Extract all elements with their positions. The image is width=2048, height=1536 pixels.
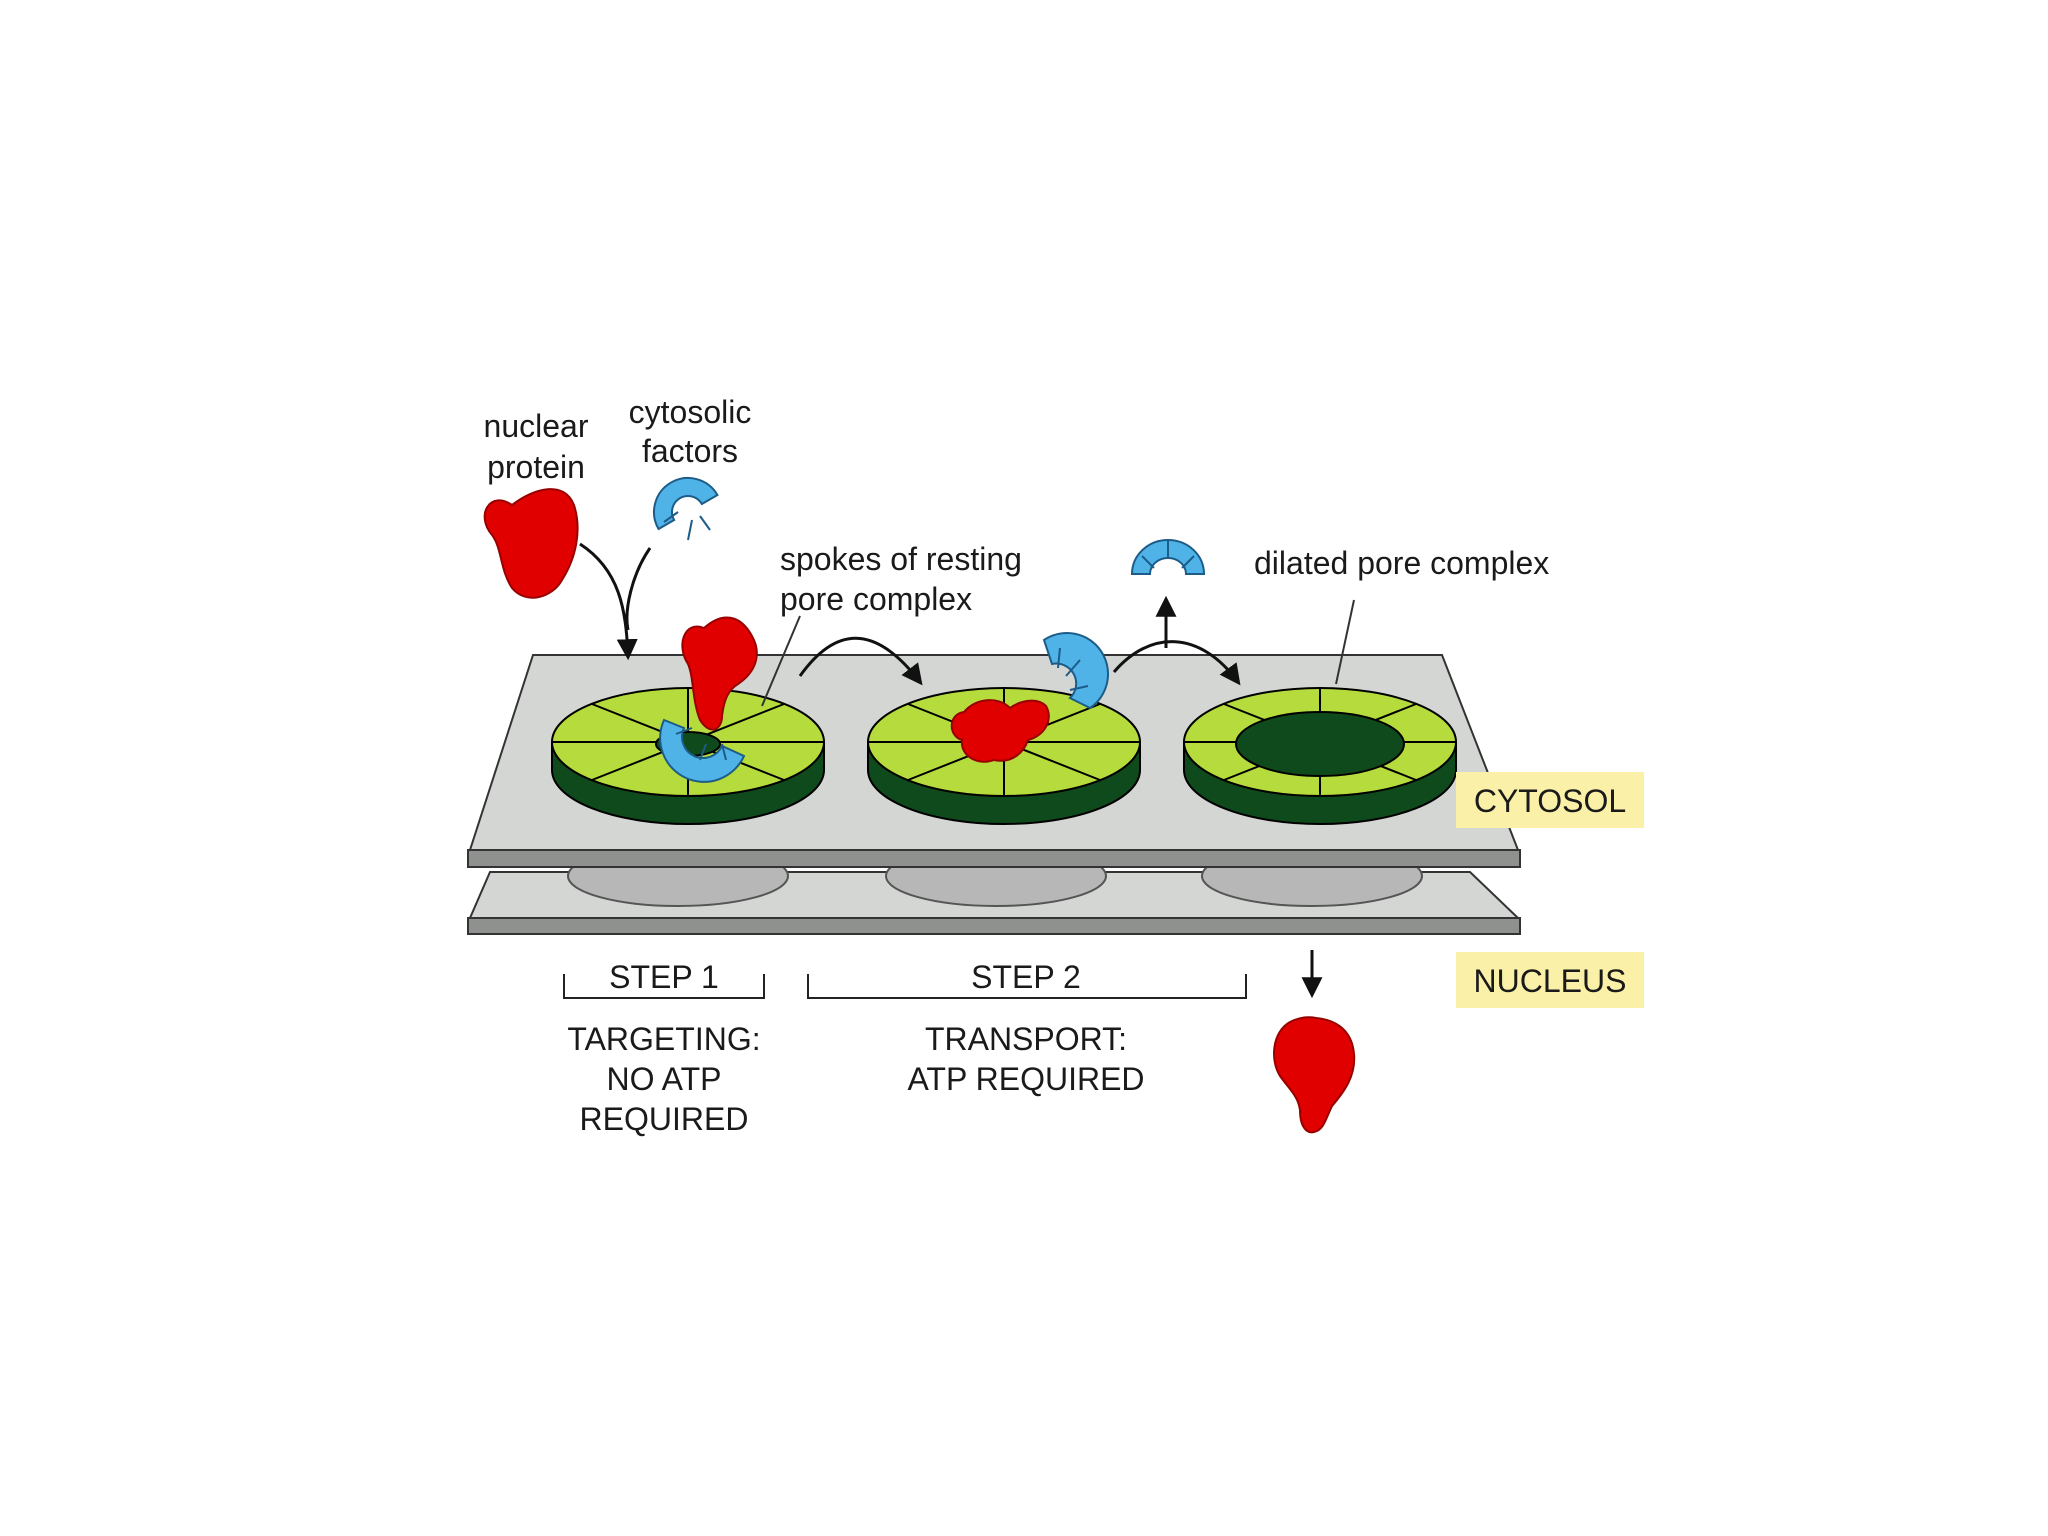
label-leader-lines xyxy=(761,599,1355,707)
step2-desc-line1: TRANSPORT: xyxy=(925,1021,1127,1057)
nuclear-protein-docked xyxy=(681,616,758,731)
cytosolic-factors-label: cytosolic xyxy=(629,394,752,430)
cytosol-region-label: CYTOSOL xyxy=(1456,772,1644,828)
nuclear-protein-imported xyxy=(1273,1016,1356,1134)
step1-label: STEP 1 xyxy=(609,959,719,995)
cytosolic-factor-releasing xyxy=(1042,631,1110,710)
nuclear-protein-free xyxy=(483,488,579,599)
spokes-label-line2: pore complex xyxy=(780,581,972,617)
dilated-pore-label: dilated pore complex xyxy=(1254,545,1549,581)
annotation-labels: nuclear protein cytosolic factors spokes… xyxy=(484,394,1550,617)
cytosol-label: CYTOSOL xyxy=(1474,783,1626,819)
step2-label: STEP 2 xyxy=(971,959,1081,995)
nuclear-protein-label: nuclear xyxy=(484,408,589,444)
arrow-protein-to-pore1 xyxy=(579,542,638,661)
resting-pore-complex-1 xyxy=(551,687,825,825)
cytosolic-factor-released xyxy=(1130,539,1206,575)
arrow-pore2-to-pore3 xyxy=(1112,640,1241,686)
cytosolic-factors-label-line2: factors xyxy=(642,433,738,469)
step-1: STEP 1 TARGETING: NO ATP REQUIRED xyxy=(563,959,765,1137)
step1-desc-line1: TARGETING: xyxy=(567,1021,760,1057)
nuclear-protein-label-line2: protein xyxy=(487,449,585,485)
dilated-pore-complex xyxy=(1183,687,1457,825)
arrow-factor-to-pore1 xyxy=(625,547,652,631)
pathway-arrows xyxy=(579,542,1323,999)
nucleus-region-label: NUCLEUS xyxy=(1456,952,1644,1008)
nucleus-label: NUCLEUS xyxy=(1474,963,1627,999)
step-2: STEP 2 TRANSPORT: ATP REQUIRED xyxy=(807,959,1247,1097)
spokes-label: spokes of resting xyxy=(780,541,1022,577)
arrow-pore1-to-pore2 xyxy=(798,636,923,686)
step1-desc-line3: REQUIRED xyxy=(580,1101,749,1137)
nuclear-protein-entering xyxy=(950,699,1050,763)
step1-desc-line2: NO ATP xyxy=(607,1061,722,1097)
resting-pore-complex-2 xyxy=(867,687,1141,825)
cytosolic-factor-free xyxy=(653,477,719,541)
step2-desc-line2: ATP REQUIRED xyxy=(907,1061,1144,1097)
cytosolic-factor-bound-pore1 xyxy=(659,718,746,783)
